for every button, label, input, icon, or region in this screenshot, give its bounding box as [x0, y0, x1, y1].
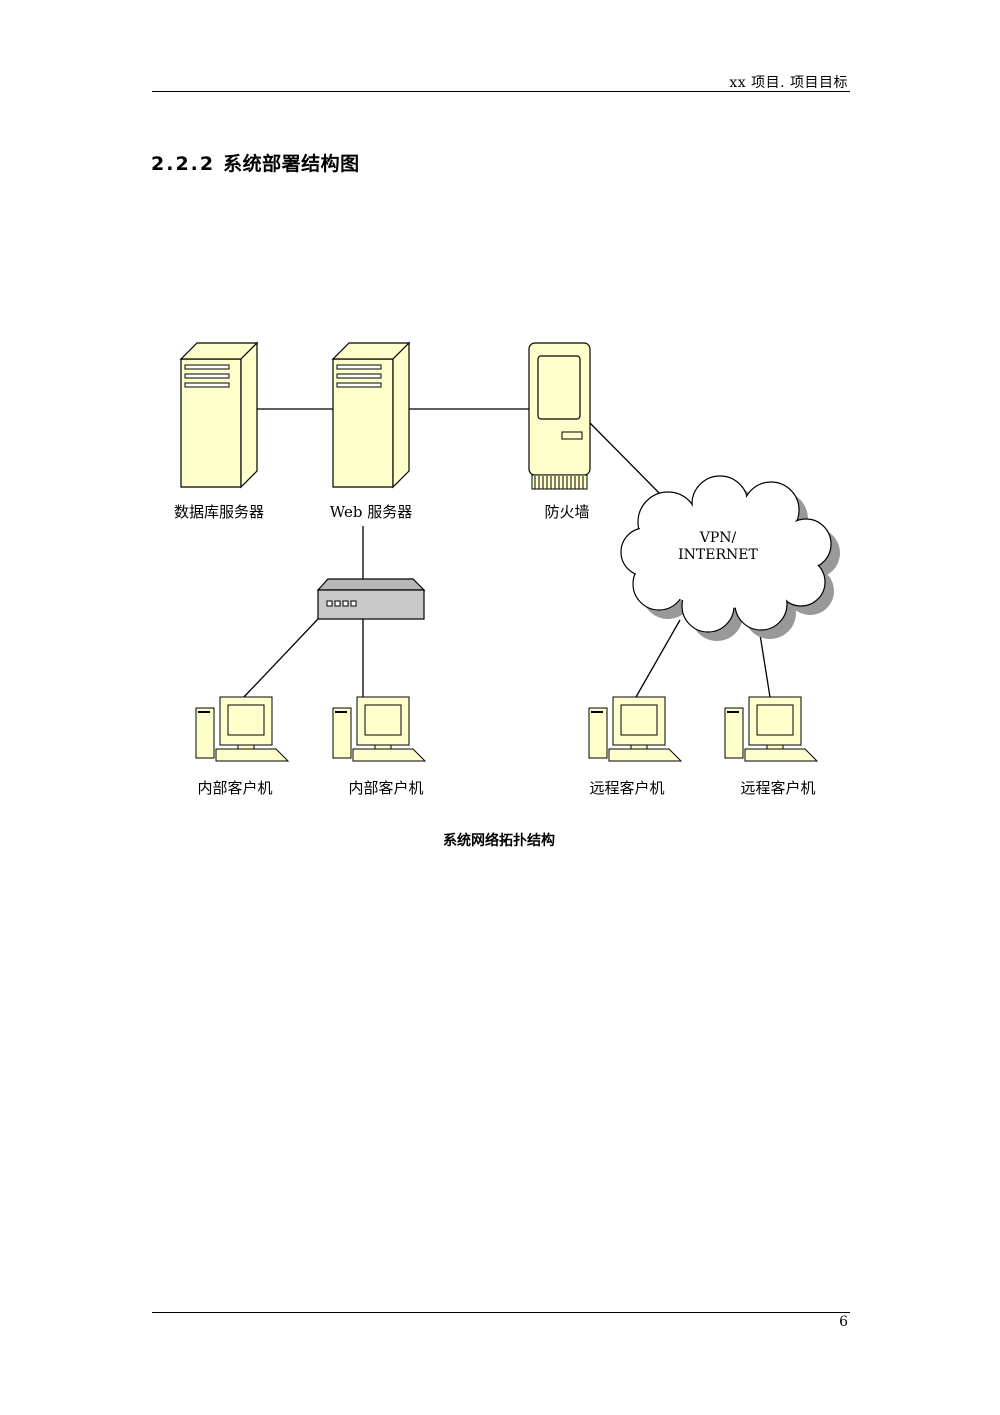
- link-firewall-cloud: [589, 422, 667, 501]
- label-database-server: 数据库服务器: [173, 503, 265, 521]
- page-number: 6: [839, 1314, 848, 1330]
- label-cloud-line2: INTERNET: [678, 547, 758, 563]
- section-heading: 2.2.2 系统部署结构图: [151, 149, 360, 176]
- remote-client-computer-icon: [724, 696, 818, 762]
- header-rule: [152, 91, 850, 92]
- firewall-icon: [528, 342, 591, 490]
- network-switch-icon: [316, 578, 426, 620]
- label-remote-client-1: 远程客户机: [589, 779, 665, 797]
- footer-rule: [152, 1312, 850, 1313]
- label-cloud: VPN/ INTERNET: [678, 530, 758, 564]
- database-server-icon: [180, 342, 258, 488]
- header-text: xx 项目. 项目目标: [729, 75, 848, 91]
- section-number: 2.2.2: [151, 153, 216, 175]
- label-internal-client-1: 内部客户机: [197, 779, 273, 797]
- label-web-server: Web 服务器: [329, 503, 413, 521]
- figure-caption: 系统网络拓扑结构: [443, 833, 555, 849]
- section-title: 系统部署结构图: [223, 153, 360, 175]
- internal-client-computer-icon: [195, 696, 289, 762]
- link-switch-client1: [242, 618, 319, 699]
- internal-client-computer-icon: [332, 696, 426, 762]
- internet-cloud-icon: [620, 475, 840, 641]
- label-firewall: 防火墙: [544, 503, 590, 521]
- web-server-icon: [332, 342, 410, 488]
- label-remote-client-2: 远程客户机: [740, 779, 816, 797]
- remote-client-computer-icon: [588, 696, 682, 762]
- label-internal-client-2: 内部客户机: [348, 779, 424, 797]
- link-cloud-client3: [635, 619, 681, 698]
- label-cloud-line1: VPN/: [699, 530, 737, 546]
